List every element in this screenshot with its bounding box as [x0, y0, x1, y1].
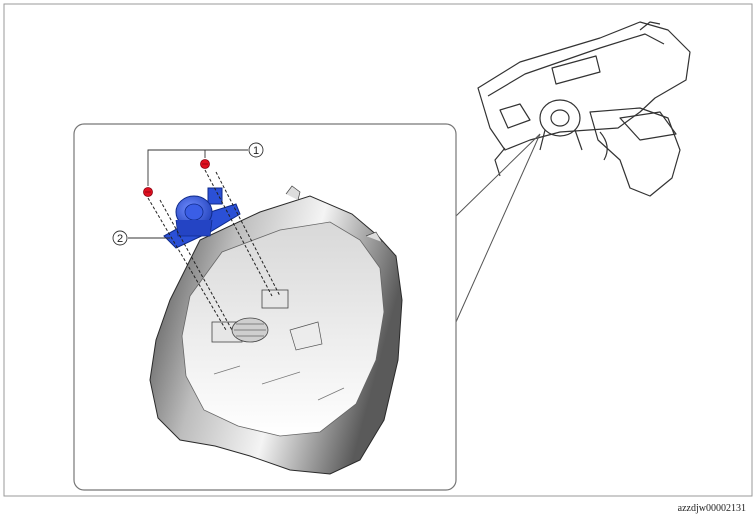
screw-right	[200, 159, 210, 169]
callout-1-leader	[147, 149, 248, 186]
callout-2-number: 2	[117, 233, 123, 245]
outer-frame	[3, 3, 753, 497]
speaker-unit	[163, 187, 241, 249]
column-cover	[149, 185, 403, 475]
figure-code: azzdjw00002131	[677, 503, 746, 514]
screw-left	[143, 187, 153, 197]
callout-1: 1	[248, 142, 264, 158]
leader-line-top	[455, 133, 541, 217]
vehicle-dashboard-overview	[477, 21, 691, 197]
assembly-guide-lines	[147, 169, 281, 331]
leader-line-bottom	[455, 133, 541, 323]
callout-1-number: 1	[253, 145, 259, 157]
callout-2: 2	[112, 230, 128, 246]
